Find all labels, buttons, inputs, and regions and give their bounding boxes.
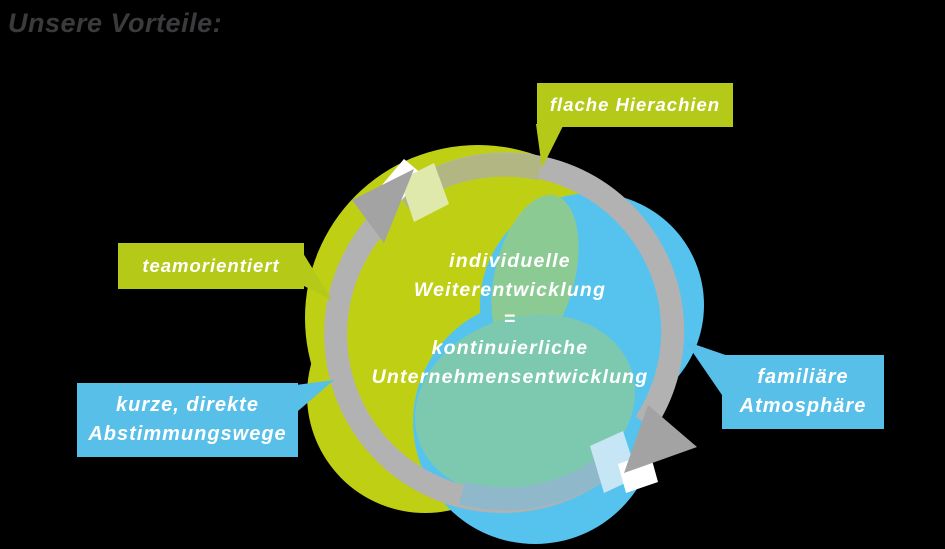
- label-team-text: teamorientiert: [142, 254, 280, 276]
- center-line-2: Weiterentwicklung: [413, 279, 607, 301]
- label-familiaere-line1: familiäre: [757, 366, 849, 388]
- center-statement: individuelle Weiterentwicklung = kontinu…: [345, 247, 675, 392]
- center-line-5: Unternehmensentwicklung: [371, 366, 649, 388]
- label-familiaere-atmosphaere: familiäre Atmosphäre: [722, 355, 884, 429]
- callout-tail-team: [298, 245, 332, 300]
- decor-square-pale-green: [400, 163, 449, 222]
- center-line-4: kontinuierliche: [431, 337, 589, 359]
- ring-under-blue-arc: [458, 454, 616, 511]
- overlap-teal-blob: [415, 314, 635, 496]
- callout-tail-flache: [536, 124, 564, 168]
- label-teamorientiert: teamorientiert: [118, 243, 304, 289]
- callout-tail-kurze: [296, 380, 334, 411]
- cycle-arrowhead-top-icon: [352, 169, 414, 243]
- label-familiaere-line2: Atmosphäre: [739, 395, 867, 417]
- label-kurze-line1: kurze, direkte: [116, 394, 259, 416]
- label-kurze-abstimmungswege: kurze, direkte Abstimmungswege: [77, 383, 298, 457]
- label-flache-hierachien: flache Hierachien: [537, 83, 733, 127]
- cycle-arrowhead-bottom-icon: [624, 405, 697, 473]
- label-flache-text: flache Hierachien: [549, 93, 721, 115]
- page-title: Unsere Vorteile:: [8, 8, 223, 38]
- center-line-1: individuelle: [449, 250, 571, 272]
- center-line-3: =: [503, 308, 517, 330]
- label-kurze-line2: Abstimmungswege: [88, 423, 287, 445]
- overlap-lens-top: [491, 194, 579, 356]
